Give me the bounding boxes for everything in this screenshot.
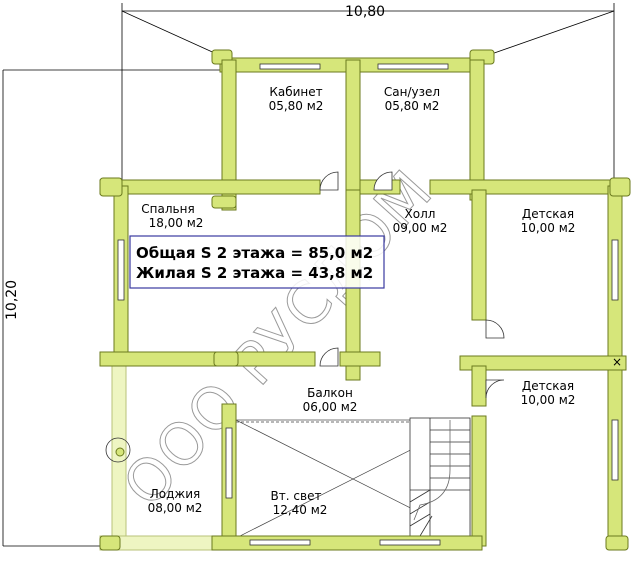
room-sanuzel-name: Сан/узел: [384, 85, 440, 99]
room-spalnya-name: Спальня: [141, 202, 194, 216]
room-sanuzel-area: 05,80 м2: [385, 99, 440, 113]
room-labels: Кабинет 05,80 м2 Сан/узел 05,80 м2 Спаль…: [141, 85, 575, 517]
width-dimension: 10,80: [345, 4, 385, 20]
room-holl-area: 09,00 м2: [393, 221, 448, 235]
loggia-post: [115, 447, 125, 457]
room-holl-name: Холл: [405, 207, 436, 221]
room-detskaya2-area: 10,00 м2: [521, 393, 576, 407]
summary-total: Общая S 2 этажа = 85,0 м2: [136, 244, 373, 262]
room-detskaya2-name: Детская: [522, 379, 574, 393]
summary-living: Жилая S 2 этажа = 43,8 м2: [136, 264, 373, 282]
dimension-lines: [2, 3, 615, 547]
staircase: [409, 417, 471, 537]
room-vtsvet-area: 12,40 м2: [273, 503, 328, 517]
room-detskaya1-area: 10,00 м2: [521, 221, 576, 235]
room-vtsvet-name: Вт. свет: [271, 489, 322, 503]
height-dimension: 10,20: [4, 280, 20, 320]
cross-marker: ×: [612, 355, 622, 369]
windows: [117, 63, 619, 546]
room-balkon-area: 06,00 м2: [303, 400, 358, 414]
room-detskaya1-name: Детская: [522, 207, 574, 221]
markers: ×: [115, 355, 622, 457]
room-spalnya-area: 18,00 м2: [149, 216, 204, 230]
area-summary: Общая S 2 этажа = 85,0 м2 Жилая S 2 этаж…: [129, 235, 385, 289]
room-lodzhiya-name: Лоджия: [150, 487, 201, 501]
room-kabinet-area: 05,80 м2: [269, 99, 324, 113]
room-lodzhiya-area: 08,00 м2: [148, 501, 203, 515]
room-kabinet-name: Кабинет: [269, 85, 322, 99]
room-balkon-name: Балкон: [307, 386, 353, 400]
doors: [105, 171, 505, 463]
